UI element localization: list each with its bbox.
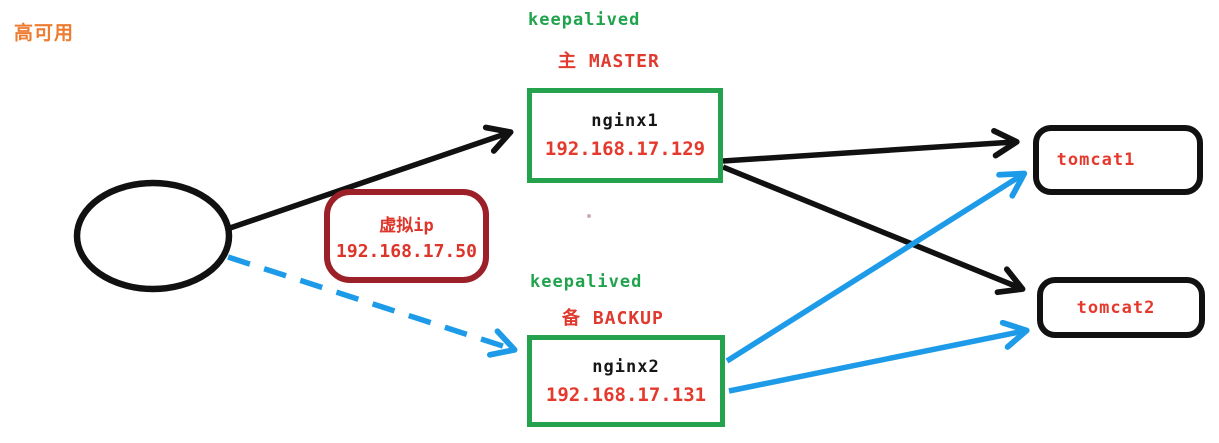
nginx2-name: nginx2 bbox=[592, 356, 660, 377]
nginx2-role-label: 备 BACKUP bbox=[562, 308, 664, 329]
edge-nginx2-tomcat2 bbox=[728, 319, 1030, 394]
tomcat2-node: tomcat2 bbox=[1037, 277, 1205, 338]
client-ellipse bbox=[73, 179, 233, 293]
nginx2-keepalived-label: keepalived bbox=[530, 272, 643, 292]
stray-dot bbox=[587, 214, 591, 218]
nginx1-role-label: 主 MASTER bbox=[558, 51, 660, 72]
nginx2-ip: 192.168.17.131 bbox=[545, 383, 707, 406]
edge-client-nginx2 bbox=[227, 254, 518, 358]
edge-client-nginx1 bbox=[229, 124, 514, 231]
virtual-ip-node: 虚拟ip 192.168.17.50 bbox=[324, 189, 489, 283]
nginx1-node: nginx1 192.168.17.129 bbox=[527, 88, 723, 183]
edge-nginx1-tomcat1 bbox=[722, 128, 1020, 164]
nginx1-keepalived-label: keepalived bbox=[528, 10, 641, 30]
tomcat1-node: tomcat1 bbox=[1033, 125, 1203, 195]
virtual-ip-address: 192.168.17.50 bbox=[336, 240, 477, 262]
edge-nginx1-tomcat2 bbox=[721, 164, 1026, 296]
nginx2-node: nginx2 192.168.17.131 bbox=[527, 335, 725, 427]
nginx1-name: nginx1 bbox=[591, 111, 659, 131]
nginx1-ip: 192.168.17.129 bbox=[544, 138, 706, 160]
tomcat2-name: tomcat2 bbox=[1076, 297, 1156, 318]
tomcat1-name: tomcat1 bbox=[1056, 150, 1136, 170]
virtual-ip-label: 虚拟ip bbox=[379, 215, 434, 236]
edge-nginx2-tomcat1 bbox=[725, 170, 1028, 364]
page-title: 高可用 bbox=[14, 22, 75, 44]
